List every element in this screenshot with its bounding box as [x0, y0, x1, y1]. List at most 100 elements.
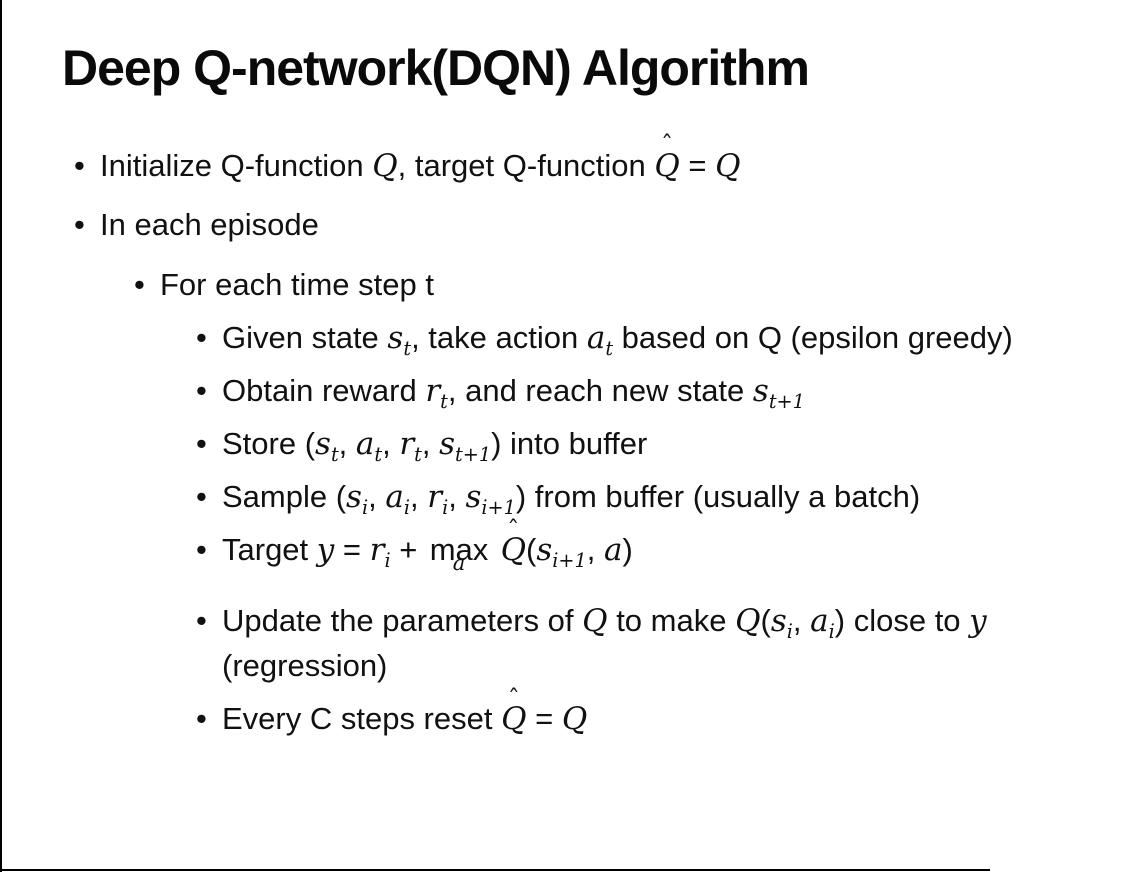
text-run: ) into buffer [491, 426, 648, 462]
bullet-list: • Initialize Q-function Q, target Q-funct… [0, 131, 1124, 742]
slide-bottom-edge-line [0, 869, 990, 871]
text-run: ) [622, 532, 633, 568]
math-var: Q [582, 603, 608, 639]
math-var: Q [561, 700, 588, 737]
math-var: ri [369, 532, 391, 573]
text-run: ) from buffer (usually a batch) [515, 479, 921, 515]
bullet-content: Given state st, take action at based on … [222, 316, 1040, 361]
math-var: a [603, 532, 623, 569]
text-run: , [382, 426, 400, 462]
text-run: For each time step t [160, 267, 434, 303]
hat-accent: ˆ [507, 515, 520, 544]
text-run [492, 532, 501, 567]
bullet-marker: • [134, 267, 145, 303]
math-var: st+1 [752, 373, 805, 414]
math-var: at [586, 320, 614, 361]
math-subscript: t [403, 337, 412, 361]
math-var: y [316, 532, 335, 569]
text-run: Store ( [222, 426, 316, 462]
math-var: y [969, 603, 987, 639]
bullet-content: In each episode [100, 203, 1084, 248]
text-run: , [421, 426, 440, 462]
bullet-marker: • [196, 700, 207, 736]
math-var: rt [425, 373, 448, 414]
operator-name: max [429, 532, 489, 568]
bullet-content: Sample (si, ai, ri, si+1) from buffer (u… [222, 475, 1040, 520]
text-run: to make [607, 603, 736, 638]
math-subscript: i [442, 496, 449, 520]
bullet-item: • Store (st, at, rt, st+1) into buffer [196, 422, 1040, 467]
math-subscript: t [440, 390, 448, 414]
math-subscript: t+1 [455, 443, 492, 467]
text-run: (regression) [222, 647, 388, 683]
bullet-item: •Update the parameters of Q to make Q(si… [196, 599, 1040, 689]
math-var: Q [735, 603, 761, 639]
text-run: In each episode [100, 207, 319, 243]
bullet-item: • Initialize Q-function Q, target Q-funct… [74, 131, 1084, 189]
text-run: = [334, 532, 370, 568]
math-var: ai [385, 479, 410, 520]
text-run: ( [526, 532, 537, 568]
math-subscript: t [374, 443, 383, 467]
bullet-content: Update the parameters of Q to make Q(si,… [222, 599, 1040, 689]
slide-left-edge-line [0, 0, 2, 872]
math-var: si [770, 603, 793, 644]
text-run: ( [760, 603, 771, 638]
text-run: Initialize Q-function [100, 147, 373, 183]
bullet-marker: • [196, 320, 207, 356]
bullet-item: • For each time step t [134, 263, 1084, 308]
text-run: , [586, 532, 604, 568]
math-var: Q [715, 147, 741, 184]
math-subscript: t [330, 443, 339, 467]
text-run: , and reach new state [447, 373, 753, 409]
math-subscript: t [605, 337, 614, 361]
text-run: , [338, 426, 356, 462]
text-run: Every C steps reset [222, 700, 502, 736]
bullet-item: •Obtain reward rt, and reach new state s… [196, 369, 1040, 414]
bullet-marker: • [196, 479, 207, 515]
bullet-marker: • [74, 207, 85, 243]
text-run: Sample ( [222, 479, 347, 515]
bullet-marker: • [196, 426, 207, 462]
math-subscript: i [403, 496, 410, 520]
text-run: = [526, 700, 562, 736]
math-subscript: i+1 [552, 549, 587, 573]
bullet-content: Initialize Q-function Q, target Q-functi… [100, 131, 1084, 189]
math-subscript: i [828, 620, 835, 644]
bullet-content: Store (st, at, rt, st+1) into buffer [222, 422, 1040, 467]
bullet-marker: • [196, 532, 207, 568]
hat-accent: ˆ [507, 684, 520, 713]
math-var: si+1 [536, 532, 587, 573]
bullet-marker: • [74, 147, 85, 183]
text-run: , take action [411, 320, 587, 356]
math-var: rt [399, 426, 422, 467]
hat-accent: ˆ [661, 131, 674, 160]
math-var: st+1 [439, 426, 492, 467]
bullet-item: • In each episode [74, 203, 1084, 248]
text-run: based on Q (epsilon greedy) [613, 320, 1013, 356]
math-subscript: i+1 [481, 496, 516, 520]
operator-underscript: a [452, 549, 466, 575]
math-var: si+1 [465, 479, 516, 520]
math-subscript: t [414, 443, 422, 467]
math-var: ri [427, 479, 449, 520]
math-var: ai [810, 603, 835, 644]
text-run: Target [222, 532, 317, 568]
bullet-content: Obtain reward rt, and reach new state st… [222, 369, 1040, 414]
text-run: Given state [222, 320, 388, 356]
text-run: ) close to [834, 603, 970, 638]
bullet-item: • Given state st, take action at based on… [196, 316, 1040, 361]
math-var: at [355, 426, 383, 467]
math-subscript: i [786, 620, 793, 644]
math-subscript: i [361, 496, 369, 520]
math-var: st [315, 426, 339, 467]
